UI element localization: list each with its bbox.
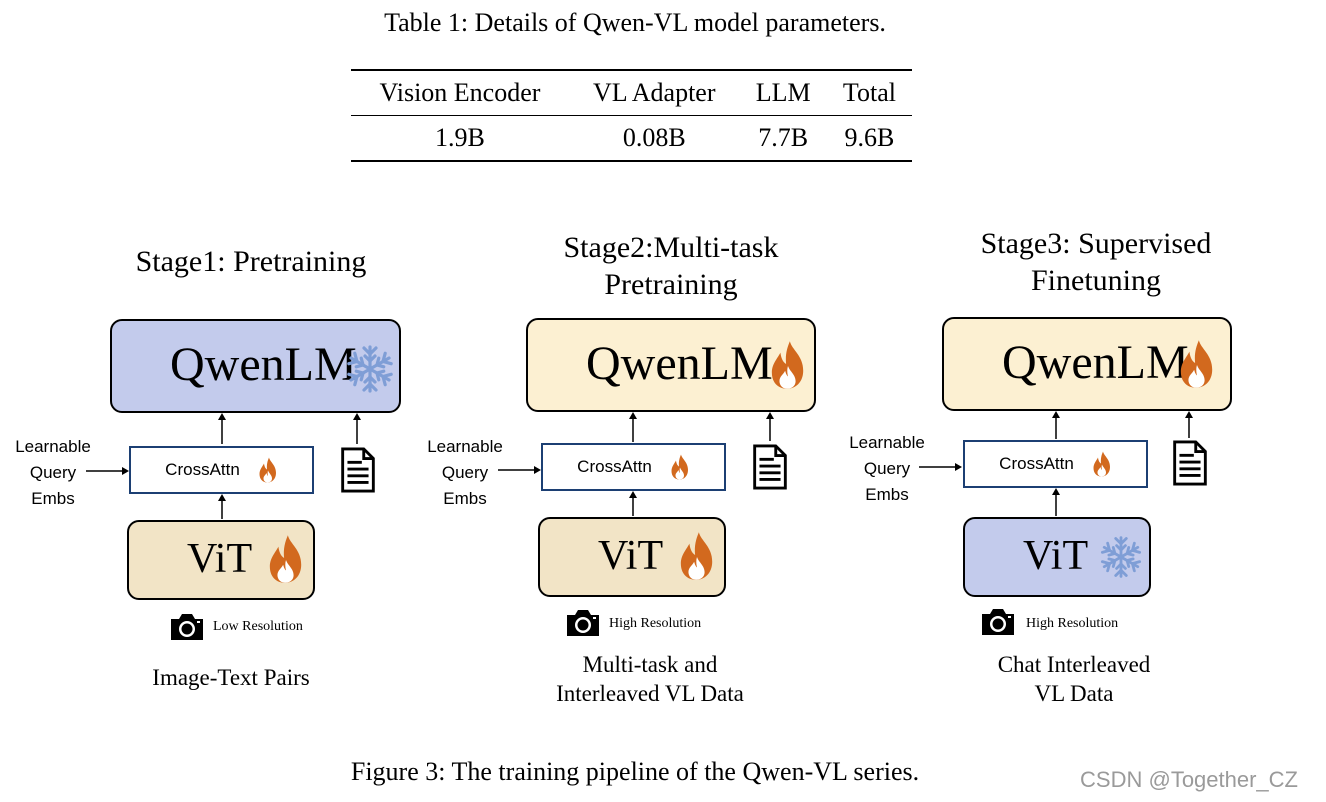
cell-vl-adapter: 0.08B [568, 115, 740, 162]
stage2-qwenlm-box: QwenLM [526, 318, 816, 412]
stage1-data-line1: Image-Text Pairs [152, 665, 310, 690]
snowflake-icon [1099, 535, 1143, 579]
stage3-vit-box: ViT [963, 517, 1151, 597]
header-vision-encoder: Vision Encoder [351, 69, 569, 116]
figure-caption: Figure 3: The training pipeline of the Q… [350, 757, 920, 786]
stage1-crossattn-box: CrossAttn [129, 446, 314, 494]
watermark: CSDN @Together_CZ [1080, 767, 1298, 792]
cell-vision-encoder: 1.9B [351, 115, 569, 162]
flame-icon [1178, 339, 1216, 389]
stage3-data-line2: VL Data [1034, 681, 1114, 706]
stage2-vit-to-adapter-arrow [629, 491, 637, 516]
stage2-title: Stage2:Multi-task Pretraining [563, 231, 779, 301]
stage2-vit-box: ViT [538, 517, 726, 597]
stage1-vit-box: ViT [127, 520, 315, 600]
stage2-query-label: Learnable Query Embs [427, 437, 503, 508]
cell-llm: 7.7B [739, 115, 827, 162]
stage3-data-line1: Chat Interleaved [997, 652, 1151, 677]
stage1-title: Stage1: Pretraining [135, 245, 367, 278]
snowflake-icon [345, 344, 395, 394]
stage3-crossattn-box: CrossAttn [963, 440, 1148, 488]
stage2-data-line2: Interleaved VL Data [556, 681, 744, 706]
camera-icon [565, 608, 601, 638]
flame-icon [258, 457, 278, 483]
stage1-resolution-label: Low Resolution [213, 619, 303, 634]
stage2-query-arrow [498, 466, 541, 474]
document-icon [752, 444, 788, 490]
stage3-title: Stage3: Supervised Finetuning [980, 227, 1212, 297]
header-llm: LLM [739, 69, 827, 116]
stage3-vit-label: ViT [1023, 533, 1089, 579]
stage1-query-arrow [86, 467, 129, 475]
flame-icon [1092, 451, 1112, 477]
stage2-qwenlm-label: QwenLM [586, 337, 773, 390]
stage3-resolution-label: High Resolution [1026, 616, 1119, 631]
document-icon [340, 447, 376, 493]
stage3-vit-to-adapter-arrow [1052, 488, 1060, 516]
stage2-resolution-label: High Resolution [609, 616, 702, 631]
stage1-query-label: Learnable Query Embs [15, 437, 91, 508]
stage3-data-label: Chat Interleaved VL Data [934, 650, 1214, 708]
stage2-adapter-to-llm-arrow [629, 412, 637, 442]
header-total: Total [826, 69, 912, 116]
camera-icon [980, 607, 1016, 637]
table-header-row: Vision Encoder VL Adapter LLM Total [351, 69, 912, 116]
stage2-vit-label: ViT [598, 533, 664, 579]
stage1-vit-to-adapter-arrow [218, 494, 226, 519]
camera-icon [169, 612, 205, 642]
header-vl-adapter: VL Adapter [568, 69, 740, 116]
stage3-adapter-to-llm-arrow [1052, 411, 1060, 439]
stage3-query-label: Learnable Query Embs [849, 433, 925, 504]
stage3-query-arrow [919, 463, 962, 471]
stage1-vit-label: ViT [187, 536, 253, 582]
stage1-text-to-llm-arrow [353, 413, 361, 444]
flame-icon [769, 340, 807, 390]
stage1-adapter-to-llm-arrow [218, 413, 226, 444]
document-icon [1172, 440, 1208, 486]
stage2-data-label: Multi-task and Interleaved VL Data [510, 650, 790, 708]
stage1-crossattn-label: CrossAttn [165, 460, 240, 479]
stage1-qwenlm-label: QwenLM [170, 338, 357, 391]
parameter-table: Vision Encoder VL Adapter LLM Total 1.9B… [351, 69, 912, 162]
stage3-qwenlm-box: QwenLM [942, 317, 1232, 411]
stage2-text-to-llm-arrow [766, 412, 774, 441]
flame-icon [267, 534, 305, 584]
stage1-data-label: Image-Text Pairs [91, 663, 371, 692]
stage1-qwenlm-box: QwenLM [110, 319, 401, 413]
stage2-crossattn-label: CrossAttn [577, 457, 652, 476]
stage3-text-to-llm-arrow [1185, 411, 1193, 438]
flame-icon [670, 454, 690, 480]
stage2-crossattn-box: CrossAttn [541, 443, 726, 491]
stage3-qwenlm-label: QwenLM [1002, 336, 1189, 389]
flame-icon [678, 531, 716, 581]
table-caption: Table 1: Details of Qwen-VL model parame… [384, 8, 886, 37]
stage2-data-line1: Multi-task and [582, 652, 718, 677]
table-row: 1.9B 0.08B 7.7B 9.6B [351, 115, 912, 162]
cell-total: 9.6B [826, 115, 912, 162]
stage3-crossattn-label: CrossAttn [999, 454, 1074, 473]
